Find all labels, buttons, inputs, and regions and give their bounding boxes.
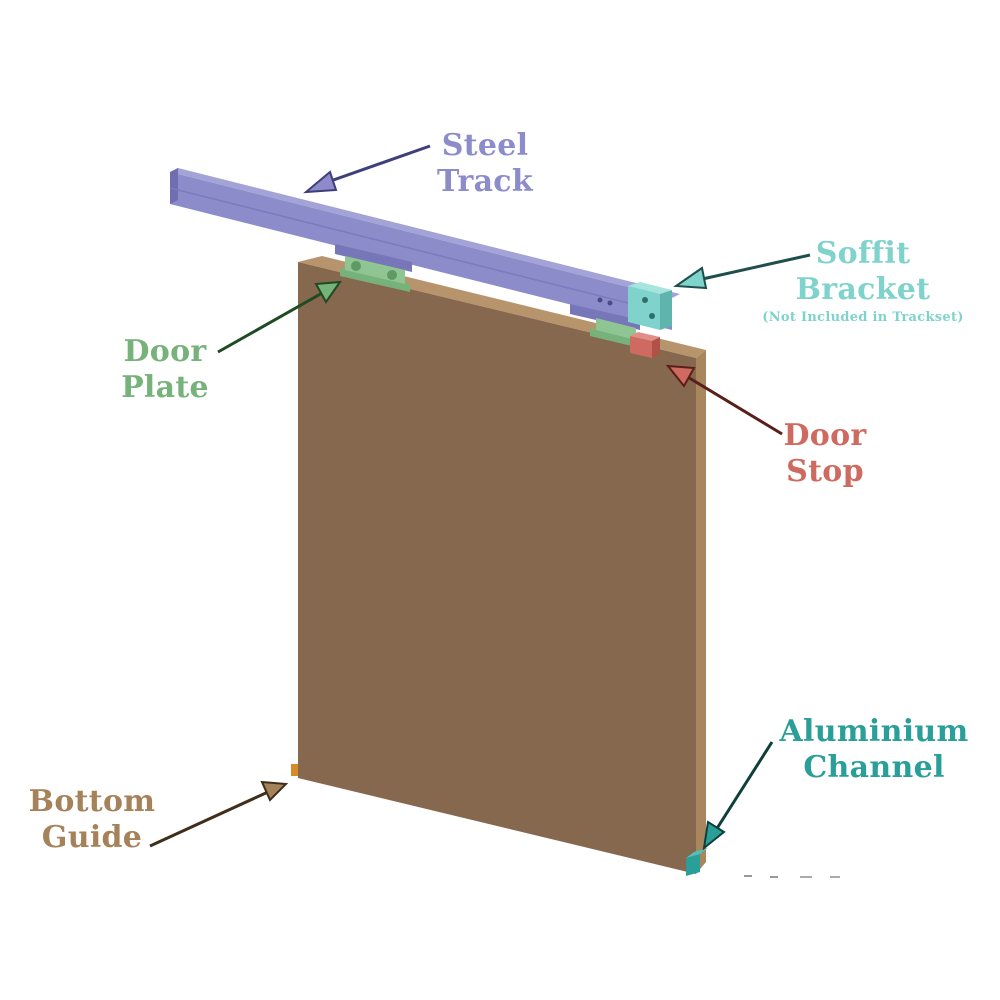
track-highlight [169,187,673,315]
door-plate-wheel [351,261,361,271]
floor-shadow [744,875,840,878]
label-door-stop: Door Stop [770,418,880,490]
door-stop [630,332,660,358]
bracket-side [660,290,672,330]
label-soffit-bracket: Soffit Bracket (Not Included in Trackset… [750,236,976,326]
label-aluminium-channel-line2: Channel [803,750,945,785]
track-top-face [170,168,680,298]
label-bottom-guide-line2: Guide [41,820,143,855]
arrow-steel-track [302,144,431,194]
label-door-stop-line1: Door [783,418,867,453]
door-plate-right [590,318,640,348]
label-aluminium-channel: Aluminium Channel [774,714,974,786]
soffit-bracket [628,282,672,330]
label-soffit-bracket-note: (Not Included in Trackset) [762,310,964,325]
trolley-carriage-right [570,304,640,330]
label-aluminium-channel-line1: Aluminium [779,714,969,749]
arrow-bottom-guide [149,780,289,848]
aluminium-channel [686,848,708,876]
bottom-guide [291,764,298,776]
steel-track [169,168,680,330]
label-bottom-guide-line1: Bottom [28,784,156,819]
channel-top [686,848,708,858]
bracket-top [628,282,672,294]
track-bolt-hole [597,297,603,303]
door-plate-base [340,268,410,292]
door-face [298,262,696,874]
arrow-door-stop [665,364,783,436]
label-steel-track-line1: Steel [441,128,529,163]
door-stop-front [630,336,652,358]
track-end-face [170,168,178,204]
door-plate-body [596,318,636,340]
door-side-edge [696,350,706,874]
label-soffit-bracket-line1: Soffit [815,236,911,271]
label-door-plate-line2: Plate [121,370,209,405]
track-bolt-hole [607,300,613,306]
door-plate-left [340,256,410,292]
door-plate-base [590,328,640,348]
arrow-door-plate [217,280,343,354]
label-steel-track-line2: Track [437,164,533,199]
bracket-hole [642,297,648,303]
arrow-aluminium-channel [702,741,774,851]
channel-body [686,854,700,876]
label-door-plate-line1: Door [123,334,207,369]
label-bottom-guide: Bottom Guide [22,784,162,856]
bracket-hole [649,313,655,319]
label-soffit-bracket-line2: Bracket [795,272,931,307]
trolley-carriage-left [335,244,412,272]
label-door-plate: Door Plate [110,334,220,406]
door-stop-side [652,337,660,358]
door-plate-wheel [387,270,397,280]
label-door-stop-line2: Stop [786,454,864,489]
arrow-soffit-bracket [673,253,811,290]
label-steel-track: Steel Track [430,128,540,200]
door-stop-top [630,332,660,341]
